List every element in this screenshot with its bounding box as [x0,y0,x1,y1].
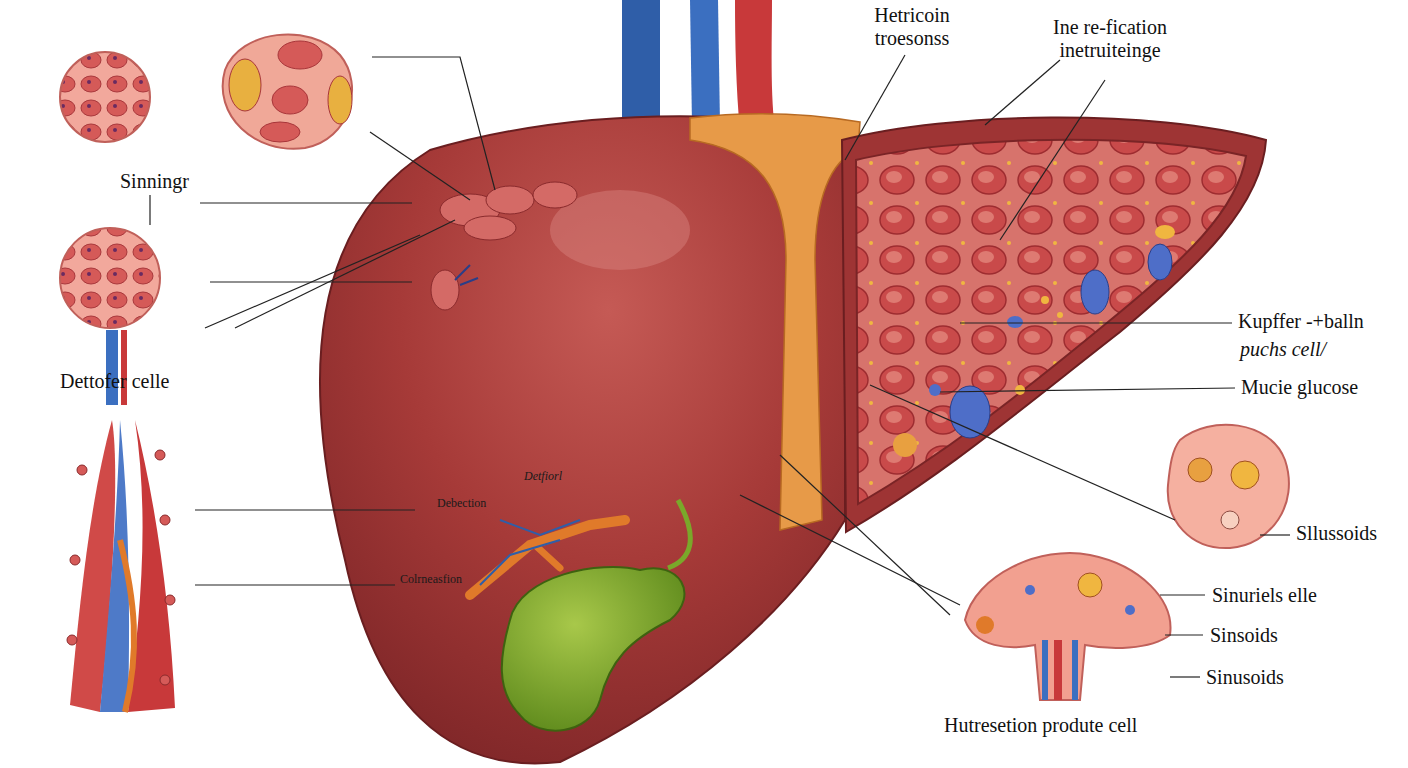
part-label: Sinusoids [1206,666,1284,689]
part-label: Hutresetion produte cell [944,714,1137,737]
part-label: Ine re-fication inetruiteinge [1035,16,1185,62]
part-label: Debection [437,497,486,511]
part-label: Sinuriels elle [1212,584,1317,607]
part-label: Colrneasfion [400,573,462,587]
part-label: puchs cell/ [1240,338,1326,361]
part-label: Dettofer celle [60,370,169,393]
part-label: Sinningr [120,170,189,193]
part-label: Sllussoids [1296,522,1377,545]
part-label: Mucie glucose [1241,376,1358,399]
part-label: Sinsoids [1210,624,1278,647]
part-label: Hetricoin troesonss [852,4,972,50]
part-label: Detfiorl [524,470,562,484]
part-label: Kupffer -+balln [1238,310,1364,333]
